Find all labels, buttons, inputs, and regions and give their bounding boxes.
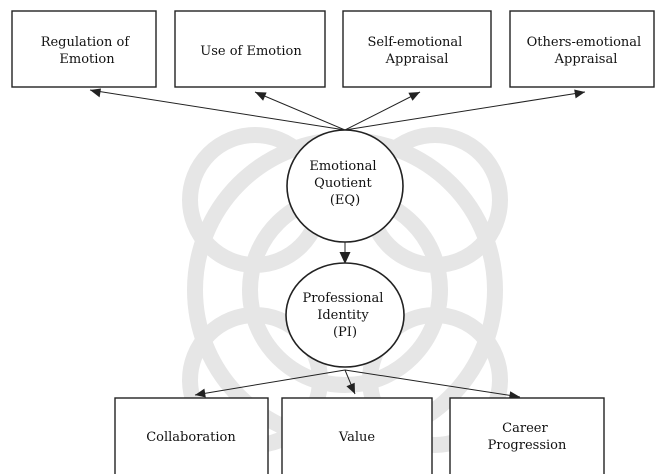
collaboration-box xyxy=(114,397,269,474)
edge-eq-regulation xyxy=(89,89,346,131)
emotional-quotient-label: Emotional Quotient (EQ) xyxy=(309,159,380,208)
arrowhead-regulation xyxy=(90,88,101,98)
self-emotional-appraisal-label: Self-emotional Appraisal xyxy=(368,35,467,67)
use-of-emotion-label: Use of Emotion xyxy=(200,44,302,59)
self-emotional-appraisal-box xyxy=(342,10,492,88)
professional-identity-node xyxy=(285,262,405,368)
arrowhead-self xyxy=(408,92,420,101)
value-label: Value xyxy=(338,430,375,445)
edge-eq-others xyxy=(344,91,586,131)
regulation-of-emotion-label: Regulation of Emotion xyxy=(41,35,134,67)
arrowhead-collaboration xyxy=(195,388,206,398)
arrowhead-value xyxy=(346,382,355,394)
career-progression-box xyxy=(449,397,605,474)
edge-eq-use xyxy=(254,91,346,131)
pi-to-bottom-edges xyxy=(194,369,521,401)
career-progression-label: Career Progression xyxy=(488,421,567,453)
professional-identity-label: Professional Identity (PI) xyxy=(302,291,387,340)
value-box xyxy=(281,397,433,474)
arrowhead-eq-to-pi xyxy=(339,252,351,264)
regulation-of-emotion-box xyxy=(11,10,157,88)
use-of-emotion-box xyxy=(174,10,326,88)
others-emotional-appraisal-label: Others-emotional Appraisal xyxy=(527,35,646,67)
edge-eq-self xyxy=(344,91,421,131)
eq-to-top-edges xyxy=(89,88,586,131)
arrowhead-use xyxy=(255,92,267,101)
collaboration-label: Collaboration xyxy=(146,430,236,445)
arrowhead-others xyxy=(574,89,585,99)
others-emotional-appraisal-box xyxy=(509,10,655,88)
edge-pi-career xyxy=(344,369,521,398)
edge-pi-collaboration xyxy=(194,369,346,396)
